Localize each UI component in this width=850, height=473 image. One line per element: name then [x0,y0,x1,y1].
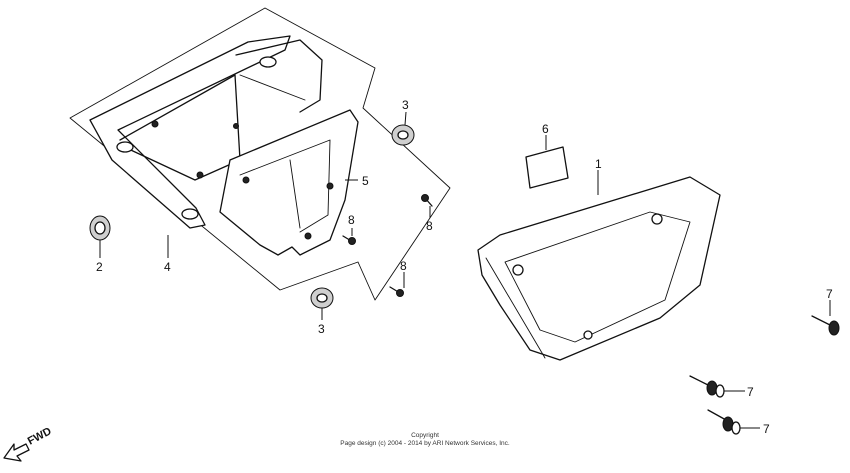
forward-direction-indicator: FWD [3,425,54,462]
side-cover-part-1[interactable] [477,176,721,361]
leader-lines [99,111,831,429]
screw-part-8-mid[interactable] [421,194,433,207]
bolt-part-7-right[interactable] [811,315,840,336]
callout-8-mid: 8 [426,219,433,233]
callout-1: 1 [595,157,602,171]
screw-part-8-left[interactable] [342,235,356,245]
emblem-part-6[interactable] [525,146,569,189]
fwd-arrow-icon [3,443,30,462]
callout-8-left: 8 [348,213,355,227]
bolt-part-7-lower[interactable] [707,409,741,435]
callout-6: 6 [542,122,549,136]
callout-4: 4 [164,260,171,274]
callout-2: 2 [96,260,103,274]
grommet-part-2[interactable] [89,215,111,241]
copyright-line-1: Copyright [411,432,439,439]
grommet-part-3-lower[interactable] [310,287,334,309]
fwd-label: FWD [26,425,54,447]
callout-3-lower: 3 [318,322,325,336]
callout-7-lower: 7 [763,422,770,436]
grommet-part-3-upper[interactable] [391,124,415,146]
bracket-plate-part-5[interactable] [219,109,359,256]
callout-5: 5 [362,174,369,188]
callout-3-upper: 3 [402,98,409,112]
bolt-part-7-upper[interactable] [689,375,725,398]
screw-part-8-lower[interactable] [389,286,404,297]
assembly-boundary [69,7,451,301]
callout-7-upper: 7 [747,385,754,399]
copyright-line-2: Page design (c) 2004 - 2014 by ARI Netwo… [340,440,510,447]
callout-8-lower: 8 [400,259,407,273]
frame-assembly-part-4[interactable] [89,35,323,229]
callout-7-right: 7 [826,287,833,301]
